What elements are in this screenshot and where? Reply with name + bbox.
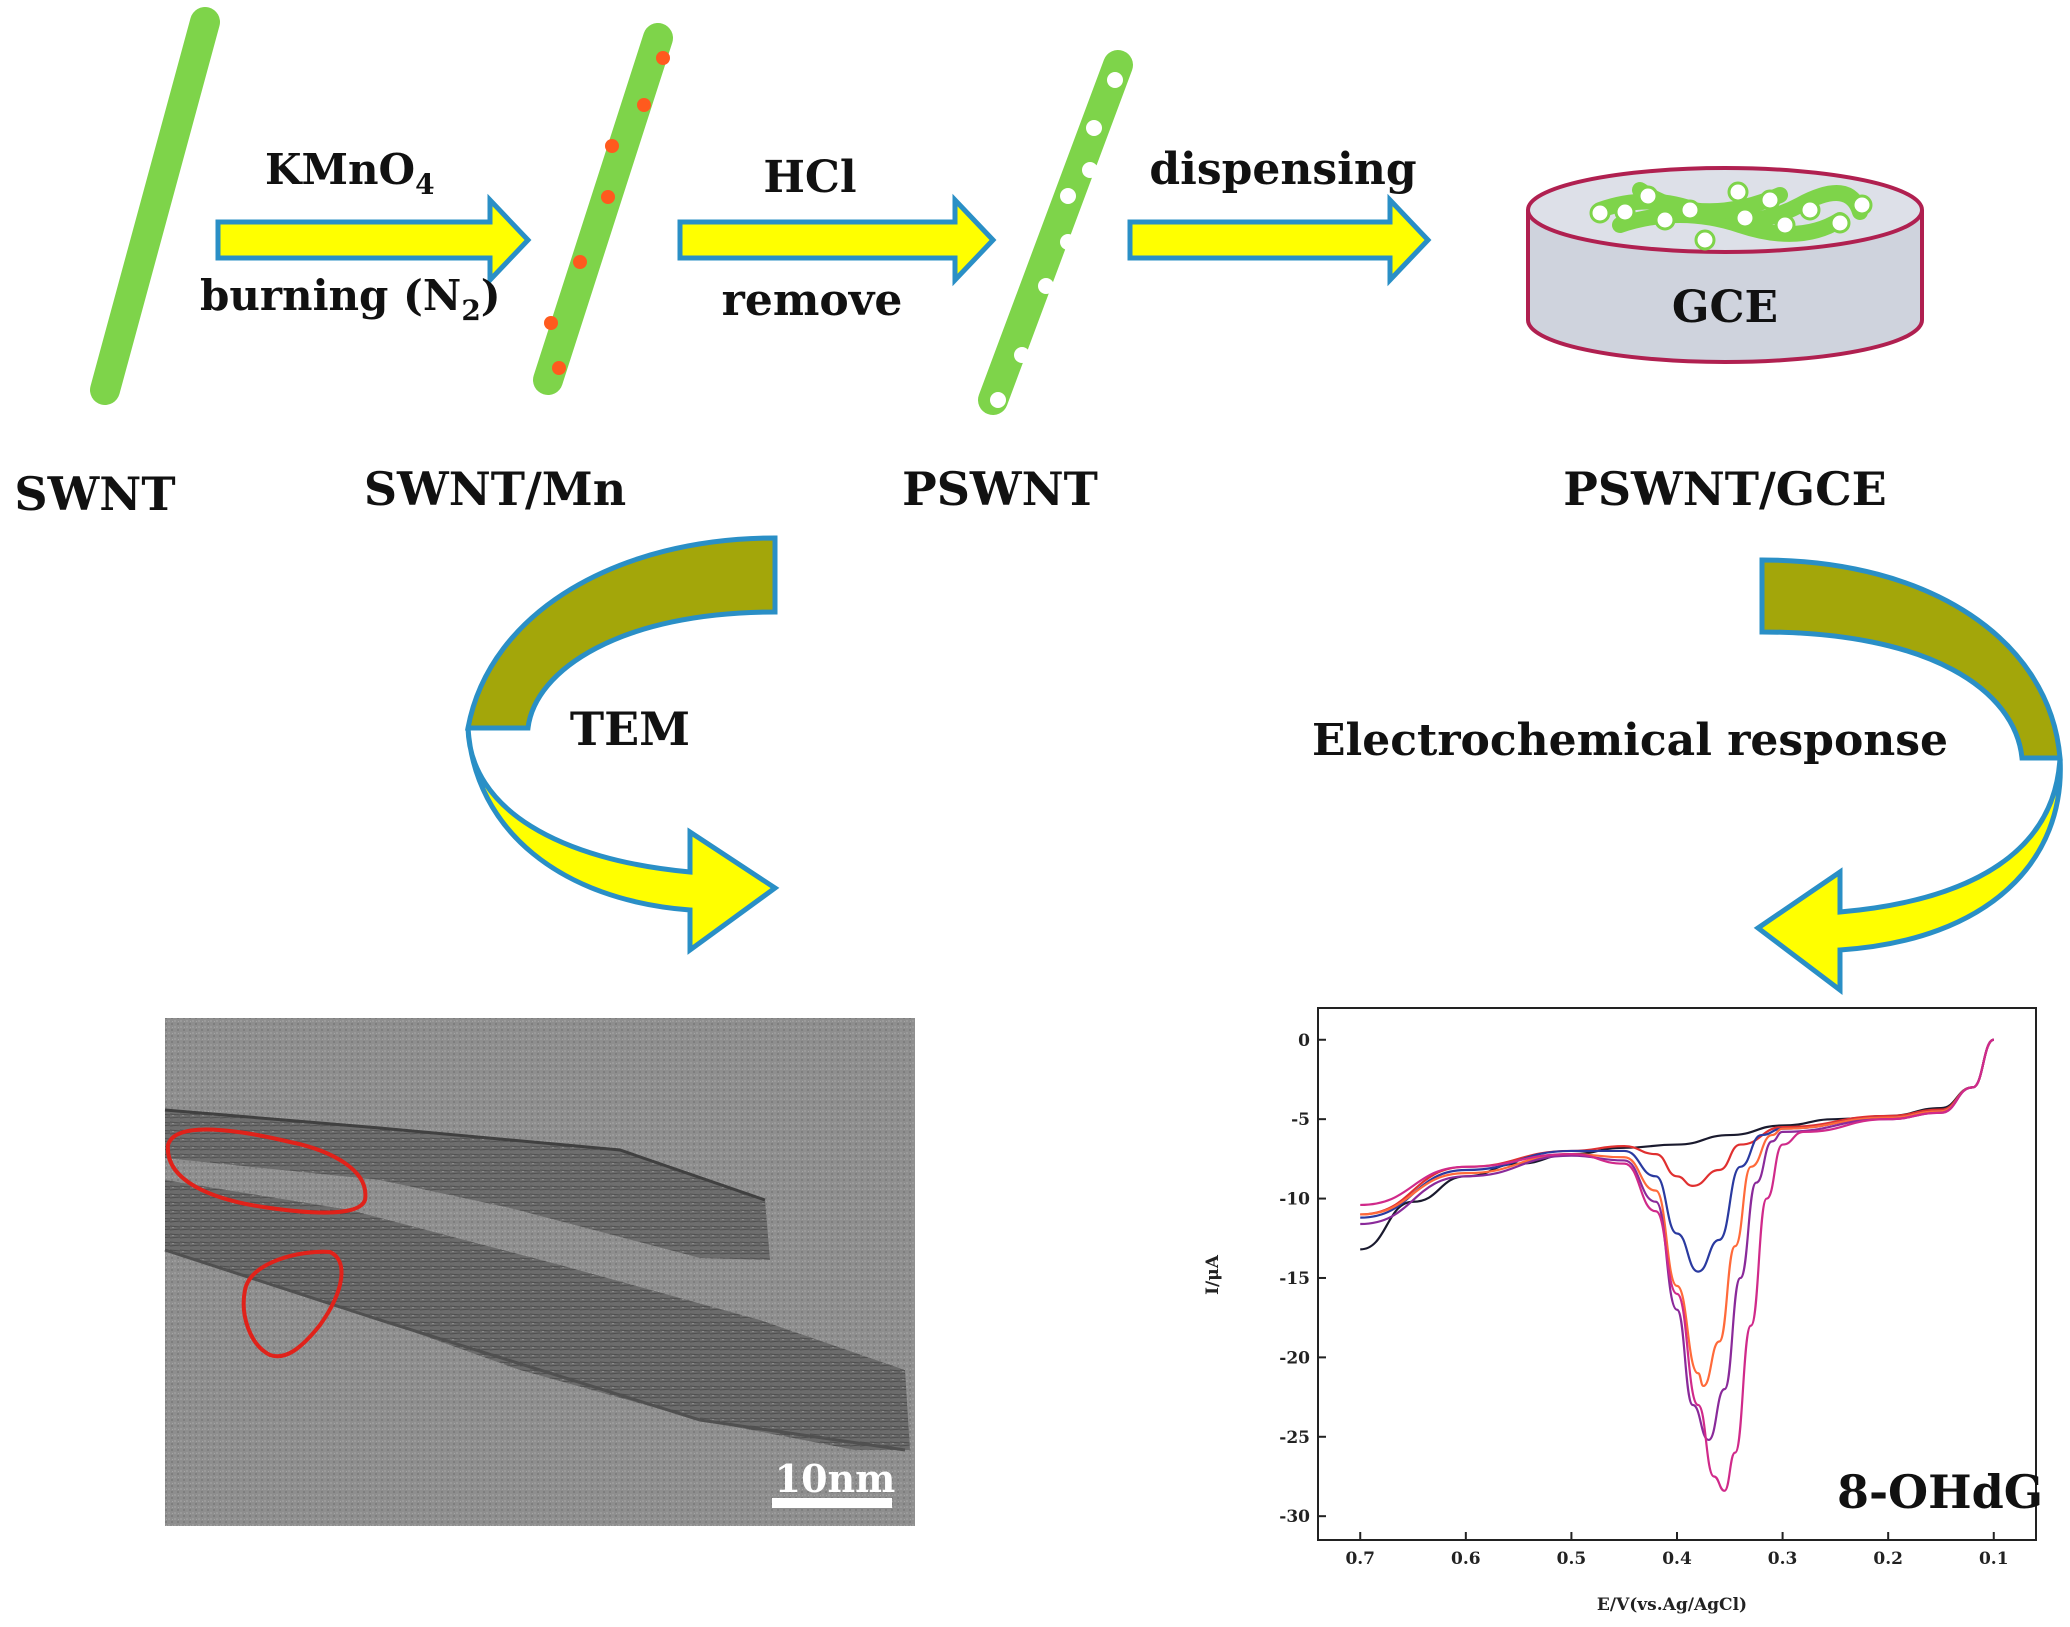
label-swnt-mn: SWNT/Mn <box>364 462 626 516</box>
mn-particles <box>544 51 670 375</box>
dpv-chart: 0 -5 -10 -15 -20 -25 -30 0.7 0.6 0.5 0.4 0.3 0.2 0.1… <box>1203 1007 2043 1615</box>
tem-highlight-outlines <box>165 1127 368 1359</box>
y-axis: 0 -5 -10 -15 -20 -25 -30 <box>1279 1031 1326 1527</box>
y-axis-label: I/μA <box>1203 1254 1223 1295</box>
y-tick-label: -25 <box>1279 1428 1310 1448</box>
reagent-hcl: HCl <box>763 152 856 203</box>
arrow-step-1 <box>215 193 532 287</box>
gce-label: GCE <box>1672 282 1778 333</box>
condition-burning: burning (N2) <box>200 271 501 327</box>
reagent-kmno4: KMnO4 <box>265 145 435 201</box>
scale-bar-label: 10nm <box>775 1456 896 1501</box>
plot-frame <box>1317 1007 2037 1541</box>
condition-burning-end: ) <box>481 271 501 320</box>
y-tick-label: -15 <box>1279 1269 1310 1289</box>
swnt-mn-tube <box>533 23 673 395</box>
label-electrochemical-response: Electrochemical response <box>1312 715 1948 766</box>
tem-micrograph: 10nm <box>164 1018 915 1526</box>
coating-pores <box>1589 181 1873 251</box>
reagent-kmno4-sub: 4 <box>415 168 434 201</box>
step-remove: remove <box>722 275 903 326</box>
swnt-tube <box>90 7 220 405</box>
x-tick-label: 0.5 <box>1557 1549 1587 1569</box>
curved-arrow-tem <box>464 535 780 955</box>
y-tick-label: -5 <box>1291 1110 1310 1130</box>
x-tick-label: 0.3 <box>1768 1549 1798 1569</box>
reagent-kmno4-main: KMnO <box>265 145 415 194</box>
label-swnt: SWNT <box>14 467 175 521</box>
y-tick-label: -20 <box>1279 1348 1310 1368</box>
x-tick-label: 0.2 <box>1873 1549 1903 1569</box>
label-tem: TEM <box>570 702 690 756</box>
label-pswnt: PSWNT <box>902 462 1098 516</box>
series-line-6 <box>1360 1038 1995 1492</box>
step-dispensing: dispensing <box>1149 144 1416 195</box>
series-curves <box>1360 1038 1995 1492</box>
chart-annotation-8-ohdg: 8-OHdG <box>1837 1465 2043 1519</box>
x-axis-label: E/V(vs.Ag/AgCl) <box>1597 1595 1747 1615</box>
condition-burning-main: burning (N <box>200 271 461 320</box>
x-tick-label: 0.7 <box>1345 1549 1375 1569</box>
arrow-step-3 <box>1127 193 1432 287</box>
pores <box>990 72 1123 408</box>
scale-bar: 10nm <box>772 1456 895 1508</box>
gce-electrode: GCE <box>1526 166 1924 364</box>
curved-arrow-electrochemical <box>1753 557 2063 996</box>
y-tick-label: -10 <box>1279 1190 1310 1210</box>
label-pswnt-gce: PSWNT/GCE <box>1563 462 1887 516</box>
arrow-step-2 <box>677 193 997 287</box>
x-tick-label: 0.4 <box>1662 1549 1692 1569</box>
condition-burning-sub: 2 <box>461 294 480 327</box>
pswnt-tube <box>978 50 1133 415</box>
x-tick-label: 0.6 <box>1451 1549 1481 1569</box>
x-tick-label: 0.1 <box>1979 1549 2009 1569</box>
x-axis: 0.7 0.6 0.5 0.4 0.3 0.2 0.1 <box>1345 1532 2009 1569</box>
y-tick-label: 0 <box>1298 1031 1310 1051</box>
y-tick-label: -30 <box>1279 1507 1310 1527</box>
